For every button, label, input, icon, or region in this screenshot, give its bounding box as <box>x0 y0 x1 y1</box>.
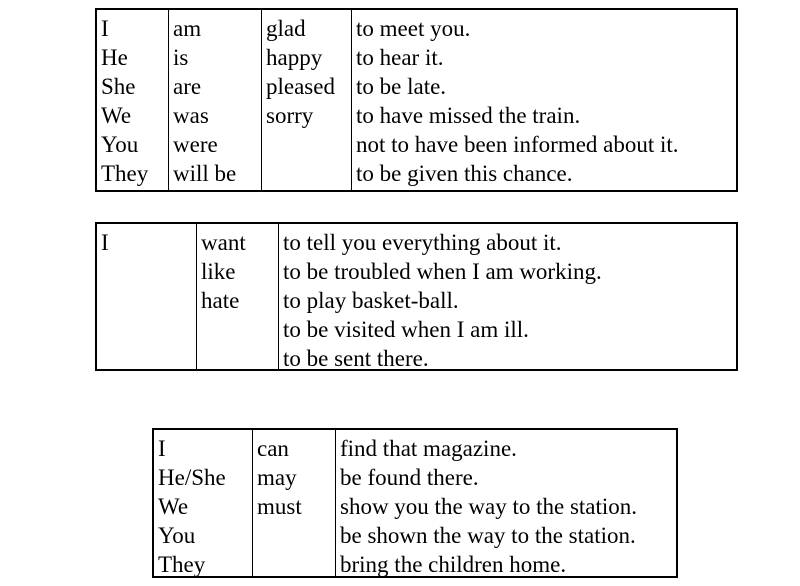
table-cell: glad <box>266 16 306 41</box>
table-cell: pleased <box>266 74 335 99</box>
table-cell: to tell you everything about it. <box>283 230 562 255</box>
table-cell: was <box>173 103 209 128</box>
table-cell: to be visited when I am ill. <box>283 317 529 342</box>
table-cell: sorry <box>266 103 314 128</box>
table-cell: must <box>257 494 302 519</box>
table-cell: to be late. <box>356 74 447 99</box>
verb-column: am is are was were will be <box>169 10 262 190</box>
subject-column: I He She We You They <box>97 10 169 190</box>
table-cell: to have missed the train. <box>356 103 581 128</box>
table-cell: am <box>173 16 202 41</box>
modal-column: can may must <box>253 430 336 576</box>
table-cell: to meet you. <box>356 16 471 41</box>
table-cell: He/She <box>158 465 226 490</box>
substitution-table-1: I He She We You They am is are was were … <box>95 8 738 192</box>
table-cell: hate <box>201 288 240 313</box>
substitution-table-2: I want like hate to tell you everything … <box>95 222 738 371</box>
adjective-column: glad happy pleased sorry <box>262 10 352 190</box>
verb-column: want like hate <box>197 224 279 369</box>
table-cell: They <box>101 161 149 186</box>
table-cell: I <box>158 436 166 461</box>
table-cell: will be <box>173 161 237 186</box>
infinitive-column: to tell you everything about it. to be t… <box>279 224 736 371</box>
table-cell: be found there. <box>340 465 479 490</box>
table-cell: were <box>173 132 218 157</box>
substitution-table-3: I He/She We You They can may must find t… <box>152 428 678 578</box>
table-cell: She <box>101 74 136 99</box>
table-cell: We <box>101 103 132 128</box>
table-cell: is <box>173 45 189 70</box>
table-cell: You <box>101 132 139 157</box>
table-cell: can <box>257 436 289 461</box>
table-cell: bring the children home. <box>340 552 567 577</box>
table-cell: find that magazine. <box>340 436 517 461</box>
table-cell: to play basket-ball. <box>283 288 459 313</box>
table-cell: They <box>158 552 206 577</box>
table-cell: You <box>158 523 196 548</box>
table-cell: to be sent there. <box>283 346 429 371</box>
subject-column: I <box>97 224 197 369</box>
table-cell: happy <box>266 45 323 70</box>
table-cell: be shown the way to the station. <box>340 523 636 548</box>
table-cell: are <box>173 74 202 99</box>
infinitive-column: to meet you. to hear it. to be late. to … <box>352 10 736 190</box>
table-cell: may <box>257 465 297 490</box>
table-cell: like <box>201 259 236 284</box>
table-cell: I <box>101 16 109 41</box>
table-cell: not to have been informed about it. <box>356 132 679 157</box>
table-cell: show you the way to the station. <box>340 494 638 519</box>
table-cell: want <box>201 230 246 255</box>
table-cell: He <box>101 45 128 70</box>
table-cell: I <box>101 230 109 255</box>
infinitive-column: find that magazine. be found there. show… <box>336 430 676 577</box>
subject-column: I He/She We You They <box>154 430 253 577</box>
table-cell: to be troubled when I am working. <box>283 259 602 284</box>
table-cell: to hear it. <box>356 45 444 70</box>
table-cell: to be given this chance. <box>356 161 573 186</box>
table-cell: We <box>158 494 189 519</box>
